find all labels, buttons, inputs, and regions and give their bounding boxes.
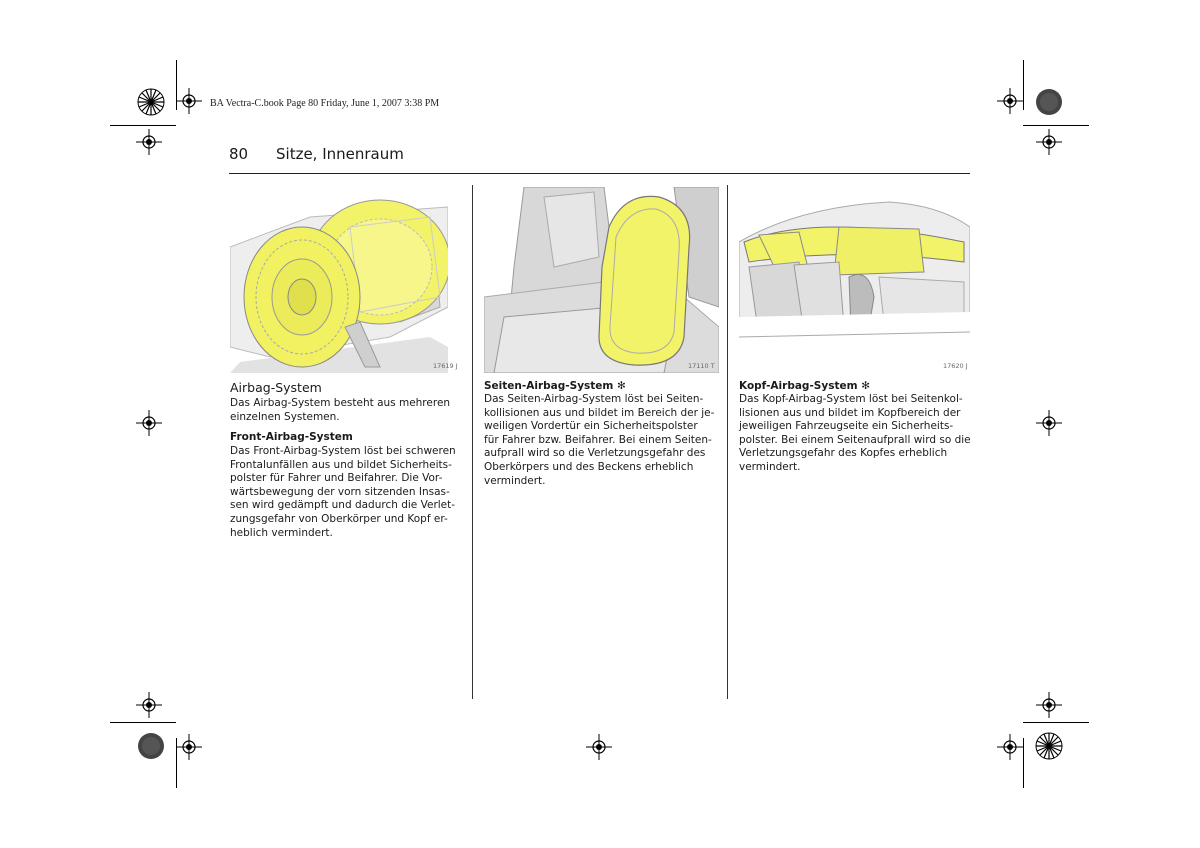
airbag-system-intro: Das Airbag-System besteht aus mehreren e…	[230, 397, 450, 424]
registration-mark-right-top	[1036, 129, 1062, 155]
text-line: Das Kopf-Airbag-System löst bei Seitenko…	[739, 393, 963, 405]
text-line: Das Airbag-System besteht aus mehreren	[230, 397, 451, 409]
text-line: zungsgefahr von Oberkörper und Kopf er-	[230, 512, 448, 525]
text-line: weiligen Vordertür ein Sicherheitspolste…	[484, 420, 698, 433]
crop-line	[1023, 738, 1024, 788]
crop-line	[176, 60, 177, 110]
registration-mark-top-right-inner	[997, 88, 1023, 114]
registration-mark-bottom-right-inner	[997, 734, 1023, 760]
crop-line	[110, 125, 176, 126]
side-airbag-illustration	[484, 187, 719, 373]
registration-mark-left-middle	[136, 410, 162, 436]
registration-mark-right-bottom	[1036, 692, 1062, 718]
registration-mark-bottom-center	[586, 734, 612, 760]
text-line: vermindert.	[739, 460, 801, 473]
text-line: für Fahrer bzw. Beifahrer. Bei einem Sei…	[484, 433, 712, 446]
head-airbag-text: Das Kopf-Airbag-System löst bei Seitenko…	[739, 393, 971, 475]
text-line: Frontalunfällen aus und bildet Sicherhei…	[230, 458, 452, 471]
registration-mark-left-top	[136, 129, 162, 155]
print-header: BA Vectra-C.book Page 80 Friday, June 1,…	[210, 98, 440, 109]
crop-line	[176, 738, 177, 788]
front-airbag-text: Das Front-Airbag-System löst bei schwere…	[230, 445, 456, 540]
text-line: heblich vermindert.	[230, 526, 333, 539]
figure-id: 17620 J	[943, 362, 968, 370]
header-rule	[229, 173, 970, 174]
text-line: sen wird gedämpft und dadurch die Verlet…	[230, 499, 456, 512]
registration-mark-left-bottom	[136, 692, 162, 718]
figure-id: 17619 J	[433, 362, 458, 370]
head-airbag-illustration	[739, 187, 970, 373]
head-airbag-heading: Kopf-Airbag-System ✻	[739, 380, 870, 392]
crop-line	[110, 722, 176, 723]
crop-line	[1023, 60, 1024, 110]
side-airbag-text: Das Seiten-Airbag-System löst bei Seiten…	[484, 393, 714, 488]
registration-mark-top-left-inner	[176, 88, 202, 114]
registration-mark-right-middle	[1036, 410, 1062, 436]
column-divider	[472, 185, 473, 699]
gray-dot-mark-bottom-left	[137, 732, 165, 760]
gray-dot-mark-top-right	[1035, 88, 1063, 116]
text-line: Oberkörpers und des Beckens erheblich	[484, 460, 694, 473]
text-line: kollisionen aus und bildet im Bereich de…	[484, 406, 715, 419]
text-line: Verletzungsgefahr des Kopfes erheblich	[739, 447, 948, 460]
text-line: einzelnen Systemen.	[230, 410, 340, 423]
front-airbag-illustration	[230, 187, 448, 373]
page-title: Sitze, Innenraum	[276, 145, 404, 163]
text-line: aufprall wird so die Verletzungsgefahr d…	[484, 447, 706, 460]
text-line: Das Front-Airbag-System löst bei schwere…	[230, 445, 456, 457]
text-line: polster. Bei einem Seitenaufprall wird s…	[739, 433, 971, 446]
figure-id: 17110 T	[688, 362, 715, 370]
airbag-system-heading: Airbag-System	[230, 380, 322, 395]
text-line: wärtsbewegung der vorn sitzenden Insas-	[230, 485, 450, 498]
side-airbag-heading: Seiten-Airbag-System ✻	[484, 380, 626, 392]
text-line: lisionen aus und bildet im Kopfbereich d…	[739, 406, 961, 419]
text-line: vermindert.	[484, 474, 546, 487]
starburst-mark-bottom-right	[1035, 732, 1063, 760]
crop-line	[1023, 722, 1089, 723]
text-line: Das Seiten-Airbag-System löst bei Seiten…	[484, 393, 704, 405]
column-divider	[727, 185, 728, 699]
text-line: jeweiligen Fahrzeugseite ein Sicherheits…	[739, 420, 954, 433]
text-line: polster für Fahrer und Beifahrer. Die Vo…	[230, 472, 443, 485]
registration-mark-bottom-left-inner	[176, 734, 202, 760]
page-number: 80	[229, 145, 249, 163]
starburst-mark-top-left	[137, 88, 165, 116]
front-airbag-heading: Front-Airbag-System	[230, 431, 353, 443]
crop-line	[1023, 125, 1089, 126]
